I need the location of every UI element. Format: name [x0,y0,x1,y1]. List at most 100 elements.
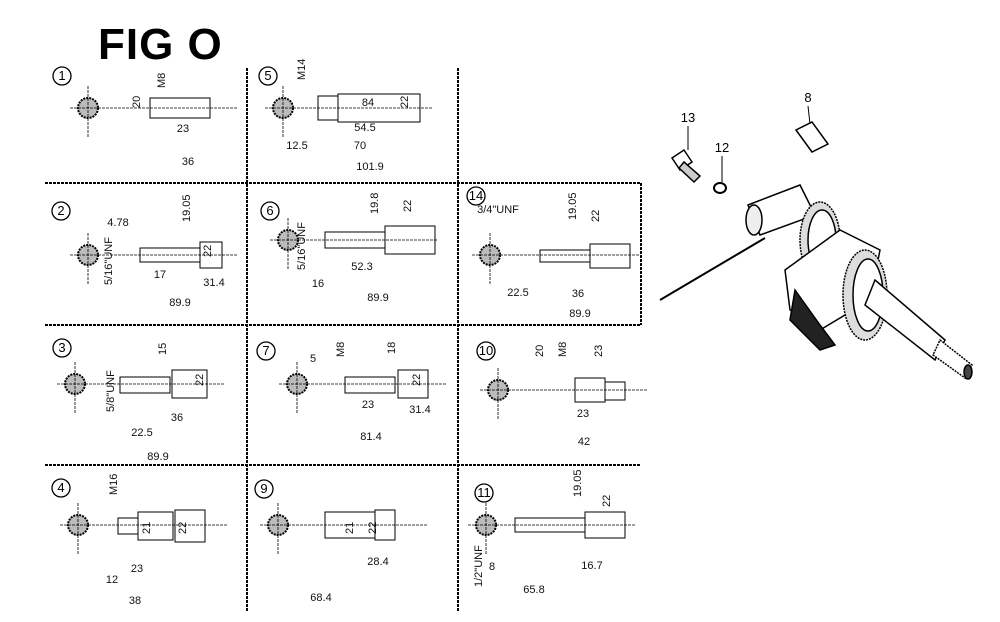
dimension-label: 36 [572,288,584,300]
grid-lines [45,68,642,612]
part-label-key: 8 [804,90,811,105]
washer-part [713,182,727,194]
dimension-label: 5 [310,353,316,365]
dimension-label: 22.5 [507,287,528,299]
dimension-label: 22 [590,210,602,222]
dimension-label: 22 [411,374,423,386]
part-label-washer: 12 [715,140,729,155]
callout-circle [474,483,494,503]
dimension-label: 22 [177,522,189,534]
callout-circle [476,341,496,361]
callout-number: 14 [469,188,483,203]
key-part [794,121,830,153]
dimension-label: 19.05 [181,194,193,222]
dimension-label: 89.9 [367,292,388,304]
callout-number: 10 [479,343,493,358]
dimension-label: 89.9 [169,297,190,309]
callout-circle [51,478,71,498]
dimension-label: 20 [534,345,546,357]
dimension-label: 3/4"UNF [477,204,519,216]
shaft-section [337,93,421,123]
callout-circle [52,338,72,358]
dimension-label: 22.5 [131,427,152,439]
dimension-label: 36 [171,412,183,424]
callout-number: 5 [264,68,271,83]
shaft-section [584,511,626,539]
dimension-label: 31.4 [203,277,224,289]
dimension-label: 54.5 [354,122,375,134]
detail-cell-6: 6 19.8 22 52.3 5/16"UNF 16 89.9 [260,193,438,304]
dimension-label: M8 [557,342,569,357]
part-label-bolt: 13 [681,110,695,125]
callout-circle [258,66,278,86]
callout-number: 4 [57,480,64,495]
shaft-section [174,509,206,543]
dimension-label: 42 [578,436,590,448]
dimension-label: 5/16"UNF [296,222,308,270]
dimension-label: 19.8 [369,193,381,214]
shaft-section [539,249,591,263]
dimension-label: 23 [131,563,143,575]
dimension-label: 22 [367,522,379,534]
shaft-section [397,369,429,399]
shaft-section [604,381,626,401]
dimension-label: 21 [344,522,356,534]
callout-number: 9 [260,481,267,496]
dimension-label: 16 [312,278,324,290]
callout-circle [256,341,276,361]
callout-number: 1 [58,68,65,83]
dimension-label: 19.05 [567,192,579,220]
callout-number: 2 [57,203,64,218]
callout-circle [260,201,280,221]
dimension-label: 18 [386,342,398,354]
dimension-label: 20 [131,96,143,108]
dimension-label: M8 [335,342,347,357]
dimension-label: 8 [489,561,495,573]
dimension-label: 68.4 [310,592,331,604]
dimension-label: 22 [399,96,411,108]
shaft-section [149,97,211,119]
dimension-label: 5/16"UNF [103,237,115,285]
dimension-label: 1/2"UNF [473,545,485,587]
callout-circle [466,186,486,206]
dimension-label: 81.4 [360,431,381,443]
callout-circle [52,66,72,86]
shaft-section [344,376,396,394]
dimension-label: 22 [202,245,214,257]
dimension-label: 22 [402,200,414,212]
dimension-label: 89.9 [147,451,168,463]
dimension-label: 12 [106,574,118,586]
shaft-section [137,511,174,541]
dimension-label: 15 [157,343,169,355]
dimension-label: 38 [129,595,141,607]
dimension-label: 28.4 [367,556,388,568]
shaft-section [117,517,139,535]
dimension-label: 19.05 [572,469,584,497]
dimension-label: 22 [194,374,206,386]
dimension-label: 12.5 [286,140,307,152]
bolt-part [670,148,702,184]
detail-cell-9: 9 21 22 28.4 68.4 [254,479,428,604]
dimension-label: 21 [141,522,153,534]
detail-cell-4: 4 M16 21 22 23 12 38 [51,474,228,607]
shaft-section [171,369,208,399]
callout-number: 6 [266,203,273,218]
dimension-label: M16 [108,474,120,495]
callout-circle [254,479,274,499]
callout-number: 7 [262,343,269,358]
dimension-label: 84 [362,97,374,109]
dimension-label: M8 [156,73,168,88]
shaft-section [589,243,631,269]
dimension-label: 22 [601,495,613,507]
dimension-label: 89.9 [569,308,590,320]
dimension-label: 52.3 [351,261,372,273]
callout-number: 3 [58,340,65,355]
callout-number: 11 [477,485,491,500]
